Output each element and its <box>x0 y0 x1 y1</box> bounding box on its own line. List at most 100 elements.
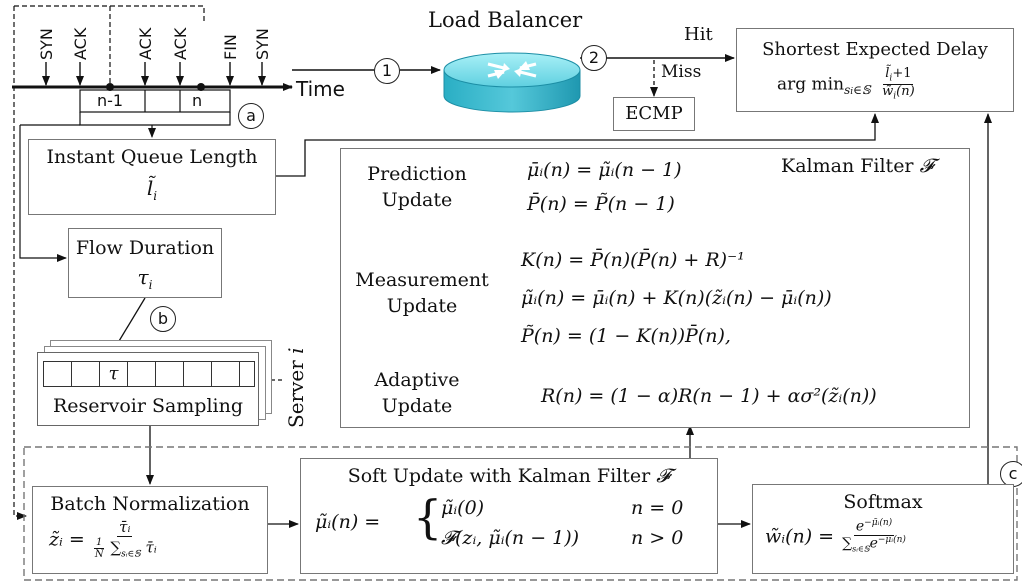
timeline-top-dashes <box>14 5 205 22</box>
sed-formula: arg minsi∈𝕊 l̃i+1 w̃i(n) <box>777 66 917 103</box>
soft-title: Soft Update with Kalman Filter 𝓕 <box>301 465 717 487</box>
soft-case1: μ̃ᵢ(0) <box>441 497 485 519</box>
softmax-frac: e−μ̃ᵢ(n) ∑sᵢ∈𝕊e−μ̃ᵢ(n) <box>840 518 908 554</box>
sed-sub-set: ∈𝕊 <box>853 82 871 97</box>
packet-bracket <box>79 112 231 126</box>
flow-symbol: τi <box>69 265 221 292</box>
softmax-den-sum: ∑ <box>842 535 853 552</box>
batch-den-d: N <box>94 548 104 560</box>
reservoir-cell <box>71 361 100 387</box>
batch-num: τ̄ᵢ <box>117 518 133 537</box>
prediction-line-1: Prediction <box>367 163 467 185</box>
marker-a: a <box>238 103 264 129</box>
soft-cond2: n > 0 <box>631 527 684 549</box>
event-label-5: FIN <box>221 34 240 60</box>
event-label-4: ACK <box>171 27 190 60</box>
softmax-formula: w̃ᵢ(n) = e−μ̃ᵢ(n) ∑sᵢ∈𝕊e−μ̃ᵢ(n) <box>765 518 908 554</box>
kalman-eq2: P̄(n) = P̃(n − 1) <box>527 193 675 215</box>
reservoir-sampling-box: τ Reservoir Sampling <box>37 352 259 426</box>
sed-sub-i: i <box>850 86 854 97</box>
softmax-title: Softmax <box>843 491 923 513</box>
marker-2: 2 <box>581 45 607 71</box>
measurement-line-1: Measurement <box>355 269 489 291</box>
batch-den-tail: τ̄ᵢ <box>145 538 157 556</box>
reservoir-cell-label: τ <box>108 363 119 384</box>
prediction-label: Prediction Update <box>341 161 493 213</box>
reservoir-cell <box>127 361 156 387</box>
packet-row <box>79 89 231 113</box>
event-label-2: ACK <box>71 27 90 60</box>
flow-title: Flow Duration <box>75 237 215 259</box>
soft-case2: 𝓕(zᵢ, μ̃ᵢ(n − 1)) <box>441 527 580 549</box>
reservoir-cell <box>211 361 240 387</box>
server-label-text: Server <box>284 360 308 428</box>
axis-dot-1 <box>106 83 114 91</box>
kalman-eq5: P̃(n) = (1 − K(n))P̄(n), <box>521 325 731 347</box>
flow-symbol-sub: i <box>148 278 153 292</box>
reservoir-cell <box>43 361 72 387</box>
kalman-filter-box: Kalman Filter 𝓕 Prediction Update Measur… <box>340 148 970 428</box>
batch-title: Batch Normalization <box>50 493 250 515</box>
queue-to-sed <box>276 113 879 177</box>
soft-title-sym: 𝓕 <box>656 465 671 487</box>
sed-frac: l̃i+1 w̃i(n) <box>880 66 917 103</box>
queue-symbol: l̃i <box>29 176 275 203</box>
kalman-eq4: μ̃ᵢ(n) = μ̄ᵢ(n) + K(n)(z̃ᵢ(n) − μ̄ᵢ(n)) <box>521 287 832 309</box>
measurement-line-2: Update <box>386 295 458 317</box>
sed-den-sub: i <box>893 92 897 103</box>
event-label-6: SYN <box>253 28 272 60</box>
prediction-line-2: Update <box>381 189 453 211</box>
server-label-i: i <box>284 347 308 354</box>
reservoir-cell <box>183 361 212 387</box>
ecmp-label: ECMP <box>625 103 683 124</box>
soft-lhs: μ̃ᵢ(n) = <box>315 511 381 533</box>
bracket-to-flow <box>19 125 67 262</box>
kalman-eq1: μ̄ᵢ(n) = μ̃ᵢ(n − 1) <box>527 159 682 181</box>
marker-1: 1 <box>374 58 400 84</box>
queue-symbol-sub: i <box>153 189 158 203</box>
measurement-label: Measurement Update <box>341 267 503 319</box>
sed-sub-s: s <box>844 82 851 97</box>
load-balancer-router-icon <box>443 52 581 113</box>
shortest-expected-delay-box: Shortest Expected Delay arg minsi∈𝕊 l̃i+… <box>736 28 1014 112</box>
hit-label: Hit <box>684 24 713 45</box>
server-label: Server i <box>284 347 308 428</box>
batch-lhs: z̃ᵢ = <box>49 528 85 551</box>
softmax-num-sup: −μ̃ᵢ(n) <box>864 518 893 528</box>
sed-title: Shortest Expected Delay <box>762 39 988 60</box>
kalman-title-text: Kalman Filter <box>781 155 920 177</box>
queue-title: Instant Queue Length <box>46 146 258 168</box>
soft-update-box: Soft Update with Kalman Filter 𝓕 μ̃ᵢ(n) … <box>300 458 718 574</box>
reservoir-cell <box>155 361 184 387</box>
batch-den-n: 1 <box>94 536 105 549</box>
ecmp-box: ECMP <box>613 97 695 131</box>
kalman-title-sym: 𝓕 <box>919 155 934 177</box>
time-axis-label: Time <box>296 77 345 101</box>
axis-dot-2 <box>197 83 205 91</box>
softmax-den-e: e <box>869 535 878 552</box>
flow-symbol-tau: τ <box>137 265 149 289</box>
reservoir-title: Reservoir Sampling <box>52 395 244 417</box>
softmax-box: Softmax w̃ᵢ(n) = e−μ̃ᵢ(n) ∑sᵢ∈𝕊e−μ̃ᵢ(n) <box>752 484 1014 574</box>
soft-brace: { <box>413 490 443 544</box>
event-label-1: SYN <box>37 28 56 60</box>
adaptive-line-2: Update <box>381 395 453 417</box>
miss-label: Miss <box>661 62 702 82</box>
kalman-eq3: K(n) = P̄(n)(P̄(n) + R)⁻¹ <box>521 249 745 271</box>
sed-num: l̃ <box>885 66 890 81</box>
kalman-title: Kalman Filter 𝓕 <box>781 155 934 177</box>
marker-b: b <box>150 306 176 332</box>
sed-num-sub: i <box>889 73 893 84</box>
batch-region-dashed <box>23 446 1018 581</box>
event-label-3: ACK <box>136 27 155 60</box>
kalman-eq6: R(n) = (1 − α)R(n − 1) + ασ²(z̃ᵢ(n)) <box>541 385 877 407</box>
reservoir-cell-tau: τ <box>99 361 128 387</box>
batch-den-sum: ∑ <box>110 538 122 556</box>
sed-num-plus: +1 <box>892 66 912 81</box>
adaptive-line-1: Adaptive <box>374 369 460 391</box>
